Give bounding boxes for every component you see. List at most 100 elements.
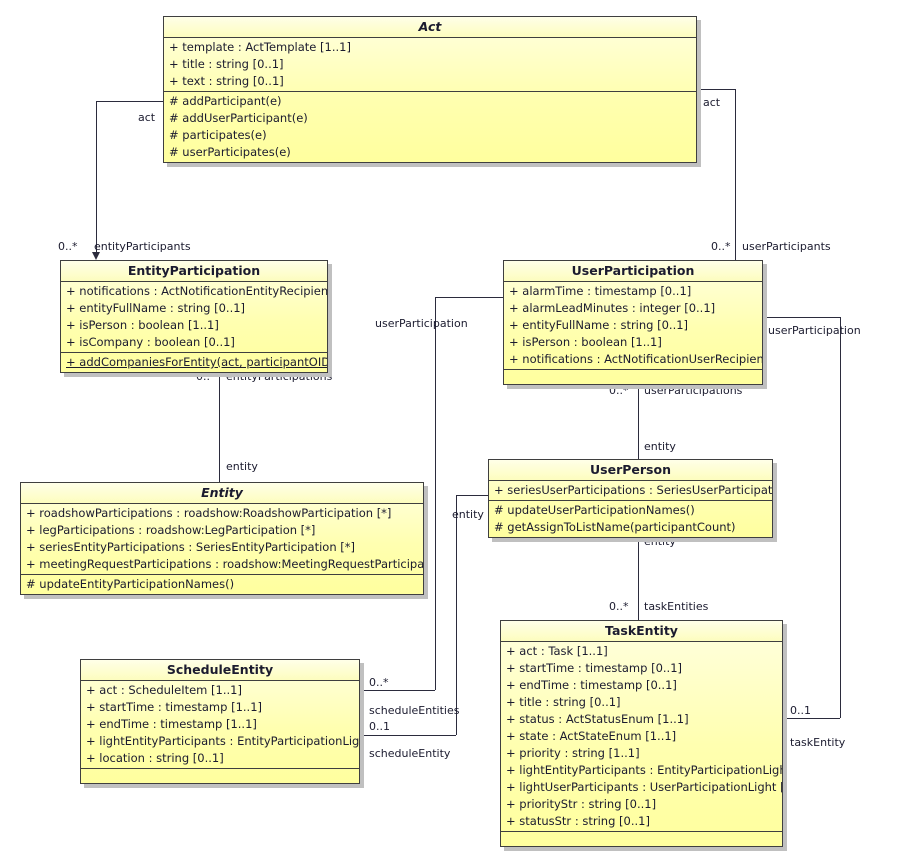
assoc-label-userparticipants: userParticipants bbox=[742, 240, 831, 253]
attribute-row: + act : Task [1..1] bbox=[506, 644, 608, 658]
assoc-label-taskentities: taskEntities bbox=[644, 600, 709, 613]
assoc-mult-scheduleentities: 0..* bbox=[369, 676, 389, 689]
operation-row: # userParticipates(e) bbox=[169, 145, 291, 159]
assoc-label-act-left: act bbox=[138, 111, 156, 124]
attribute-row: + priority : string [1..1] bbox=[506, 746, 640, 760]
attribute-row: + lightEntityParticipants : EntityPartic… bbox=[86, 734, 359, 748]
assoc-label-entityparticipations: entityParticipations bbox=[226, 370, 333, 383]
attribute-row: + legParticipations : roadshow:LegPartic… bbox=[26, 523, 316, 537]
class-attributes-entity: + roadshowParticipations : roadshow:Road… bbox=[21, 504, 423, 575]
attribute-row: + title : string [0..1] bbox=[506, 695, 621, 709]
assoc-label-userparticipations: userParticipations bbox=[644, 384, 743, 397]
assoc-label-act-right: act bbox=[703, 96, 721, 109]
class-attributes-userperson: + seriesUserParticipations : SeriesUserP… bbox=[489, 481, 772, 501]
class-operations-taskentity bbox=[501, 832, 782, 846]
operation-row: # addUserParticipant(e) bbox=[169, 111, 308, 125]
class-attributes-entityparticipation: + notifications : ActNotificationEntityR… bbox=[61, 282, 327, 353]
class-box-act[interactable]: Act + template : ActTemplate [1..1] + ti… bbox=[163, 16, 697, 163]
assoc-label-entity-taskentity: entity bbox=[644, 535, 676, 548]
class-box-entity[interactable]: Entity + roadshowParticipations : roadsh… bbox=[20, 482, 424, 595]
edge-userperson-scheduleentity-top bbox=[456, 495, 503, 496]
class-name-taskentity: TaskEntity bbox=[501, 621, 782, 642]
assoc-mult-entityparticipants: 0..* bbox=[58, 240, 78, 253]
attribute-row: + endTime : timestamp [1..1] bbox=[86, 717, 257, 731]
assoc-mult-taskentities: 0..* bbox=[609, 600, 629, 613]
edge-userparticipation-scheduleentity-vertical bbox=[435, 297, 436, 690]
attribute-row: + notifications : ActNotificationEntityR… bbox=[66, 284, 327, 298]
attribute-row: + alarmTime : timestamp [0..1] bbox=[509, 284, 692, 298]
edge-userparticipation-taskentity-bottom bbox=[785, 718, 840, 719]
assoc-label-userparticipation-right: userParticipation bbox=[768, 324, 861, 337]
operation-row: # updateUserParticipationNames() bbox=[494, 503, 695, 517]
attribute-row: + lightUserParticipants : UserParticipat… bbox=[506, 780, 782, 794]
attribute-row: + template : ActTemplate [1..1] bbox=[169, 40, 351, 54]
assoc-label-userparticipation-left: userParticipation bbox=[375, 317, 468, 330]
assoc-label-scheduleentity: scheduleEntity bbox=[369, 747, 451, 760]
edge-userperson-scheduleentity-bottom bbox=[361, 735, 456, 736]
class-attributes-act: + template : ActTemplate [1..1] + title … bbox=[164, 38, 696, 92]
edge-act-userparticipation-vertical bbox=[735, 89, 736, 261]
assoc-mult-entityparticipations: 0..* bbox=[196, 370, 216, 383]
assoc-label-scheduleentities: scheduleEntities bbox=[369, 704, 460, 717]
edge-userparticipation-scheduleentity-bottom bbox=[361, 690, 435, 691]
edge-userparticipation-taskentity-top bbox=[763, 317, 840, 318]
attribute-row: + alarmLeadMinutes : integer [0..1] bbox=[509, 301, 716, 315]
class-box-taskentity[interactable]: TaskEntity + act : Task [1..1] + startTi… bbox=[500, 620, 783, 847]
attribute-row: + entityFullName : string [0..1] bbox=[66, 301, 246, 315]
assoc-label-taskentity: taskEntity bbox=[790, 736, 846, 749]
class-name-userparticipation: UserParticipation bbox=[504, 261, 762, 282]
class-attributes-scheduleentity: + act : ScheduleItem [1..1] + startTime … bbox=[81, 681, 359, 769]
class-name-userperson: UserPerson bbox=[489, 460, 772, 481]
class-name-entityparticipation: EntityParticipation bbox=[61, 261, 327, 282]
class-box-userparticipation[interactable]: UserParticipation + alarmTime : timestam… bbox=[503, 260, 763, 385]
edge-userperson-scheduleentity-vertical bbox=[456, 495, 457, 735]
attribute-row: + entityFullName : string [0..1] bbox=[509, 318, 689, 332]
assoc-mult-scheduleentity: 0..1 bbox=[369, 720, 390, 733]
assoc-label-entity-userperson: entity bbox=[644, 440, 676, 453]
class-operations-entity: # updateEntityParticipationNames() bbox=[21, 575, 423, 594]
edge-entityparticipation-entity bbox=[219, 362, 220, 482]
class-name-scheduleentity: ScheduleEntity bbox=[81, 660, 359, 681]
operation-row: # getAssignToListName(participantCount) bbox=[494, 520, 736, 534]
class-operations-userperson: # updateUserParticipationNames() # getAs… bbox=[489, 501, 772, 537]
edge-act-entityparticipation-horizontal bbox=[96, 101, 163, 102]
arrowhead-entityparticipation bbox=[92, 252, 100, 260]
assoc-label-entityparticipants: entityParticipants bbox=[94, 240, 191, 253]
attribute-row: + lightEntityParticipants : EntityPartic… bbox=[506, 763, 782, 777]
class-attributes-taskentity: + act : Task [1..1] + startTime : timest… bbox=[501, 642, 782, 832]
assoc-mult-taskentity: 0..1 bbox=[790, 704, 811, 717]
edge-userparticipation-scheduleentity-top bbox=[435, 297, 503, 298]
attribute-row: + startTime : timestamp [0..1] bbox=[506, 661, 683, 675]
edge-userperson-taskentity bbox=[638, 528, 639, 621]
attribute-row: + isPerson : boolean [1..1] bbox=[509, 335, 662, 349]
attribute-row: + seriesEntityParticipations : SeriesEnt… bbox=[26, 540, 355, 554]
attribute-row: + isPerson : boolean [1..1] bbox=[66, 318, 219, 332]
operation-row: + addCompaniesForEntity(act, participant… bbox=[66, 355, 327, 369]
attribute-row: + state : ActStateEnum [1..1] bbox=[506, 729, 677, 743]
attribute-row: + endTime : timestamp [0..1] bbox=[506, 678, 677, 692]
operation-row: # addParticipant(e) bbox=[169, 94, 282, 108]
class-box-entityparticipation[interactable]: EntityParticipation + notifications : Ac… bbox=[60, 260, 328, 373]
class-operations-entityparticipation: + addCompaniesForEntity(act, participant… bbox=[61, 353, 327, 372]
attribute-row: + location : string [0..1] bbox=[86, 751, 224, 765]
edge-userparticipation-taskentity-vertical bbox=[840, 317, 841, 718]
class-operations-userparticipation bbox=[504, 370, 762, 384]
class-box-scheduleentity[interactable]: ScheduleEntity + act : ScheduleItem [1..… bbox=[80, 659, 360, 784]
class-box-userperson[interactable]: UserPerson + seriesUserParticipations : … bbox=[488, 459, 773, 538]
assoc-mult-userparticipants: 0..* bbox=[711, 240, 731, 253]
class-attributes-userparticipation: + alarmTime : timestamp [0..1] + alarmLe… bbox=[504, 282, 762, 370]
attribute-row: + title : string [0..1] bbox=[169, 57, 284, 71]
class-operations-scheduleentity bbox=[81, 769, 359, 783]
assoc-label-entity-left: entity bbox=[226, 460, 258, 473]
attribute-row: + act : ScheduleItem [1..1] bbox=[86, 683, 242, 697]
edge-userparticipation-userperson bbox=[638, 379, 639, 459]
attribute-row: + text : string [0..1] bbox=[169, 74, 284, 88]
attribute-row: + notifications : ActNotificationUserRec… bbox=[509, 352, 762, 366]
attribute-row: + isCompany : boolean [0..1] bbox=[66, 335, 235, 349]
edge-act-entityparticipation-vertical bbox=[96, 101, 97, 252]
operation-row: # updateEntityParticipationNames() bbox=[26, 577, 235, 591]
attribute-row: + status : ActStatusEnum [1..1] bbox=[506, 712, 689, 726]
class-name-act: Act bbox=[164, 17, 696, 38]
attribute-row: + startTime : timestamp [1..1] bbox=[86, 700, 263, 714]
